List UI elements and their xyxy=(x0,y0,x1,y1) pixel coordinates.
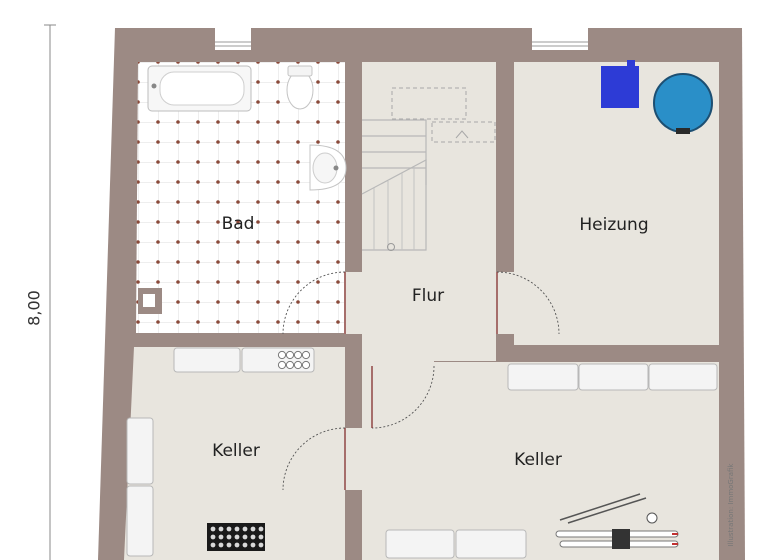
room-label-keller-left: Keller xyxy=(212,441,260,461)
boiler-icon xyxy=(601,60,639,108)
keller-right-floor xyxy=(362,362,719,560)
shelf-left-top xyxy=(173,347,315,373)
keller-left-door-opening xyxy=(343,428,364,490)
bad-floor xyxy=(136,62,345,333)
sink-icon xyxy=(309,144,347,191)
shelf-left-side xyxy=(126,417,154,557)
room-label-heizung: Heizung xyxy=(579,215,649,235)
door-swings xyxy=(282,271,560,491)
credit-text: Illustration: ImmoGrafik xyxy=(727,463,735,547)
flur-floor xyxy=(362,62,496,361)
bottles-icon xyxy=(277,350,311,370)
room-label-keller-right: Keller xyxy=(514,450,562,470)
window-bad xyxy=(215,28,251,50)
bad-door-opening xyxy=(344,272,364,334)
heizung-door-opening xyxy=(495,272,515,334)
wall-niche xyxy=(138,288,162,314)
dimension-label: 8,00 xyxy=(24,290,44,326)
toilet-icon xyxy=(286,65,314,110)
staircase-icon xyxy=(361,87,496,251)
room-label-flur: Flur xyxy=(411,286,445,306)
room-label-bad: Bad xyxy=(221,214,255,234)
window-heizung xyxy=(532,28,588,50)
flur-keller-opening xyxy=(372,346,434,366)
shelf-right-bottom xyxy=(385,529,527,559)
ski-icon xyxy=(555,493,679,549)
water-tank-icon xyxy=(653,73,713,134)
bathtub-icon xyxy=(147,65,252,112)
shelf-right-top xyxy=(507,363,718,391)
door-leaves xyxy=(344,272,498,490)
dimension-line xyxy=(44,24,56,560)
keller-left-floor xyxy=(124,347,345,560)
bottle-crate-icon xyxy=(207,523,265,551)
